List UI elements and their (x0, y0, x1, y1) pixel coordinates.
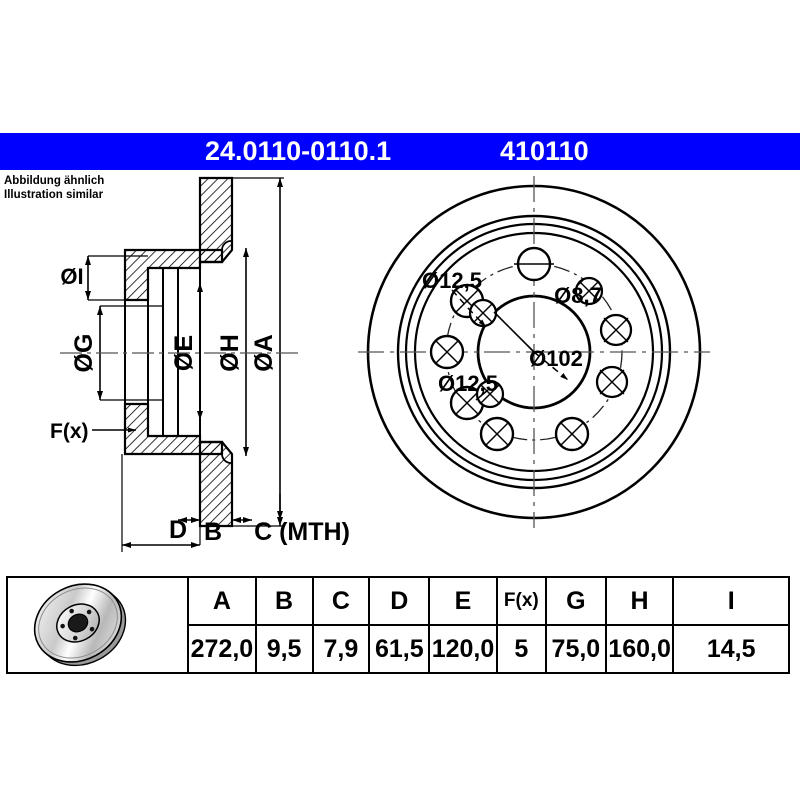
table-row-headers: A B C D E F(x) G H I (8, 578, 788, 672)
small-hole (574, 276, 604, 306)
dimension-label-c: C (MTH) (254, 518, 350, 546)
face-view: Ø12,5 Ø8,7 Ø12,5 Ø102 (358, 176, 710, 528)
table-row-values: 272,0 9,5 7,9 61,5 120,0 5 75,0 160,0 14… (8, 624, 788, 672)
bolt-hole-large (479, 416, 515, 452)
dimension-b: B (178, 517, 222, 546)
table-value-c: 7,9 (311, 624, 371, 672)
hub-section-lower (123, 402, 224, 456)
dimension-label-d: D (169, 516, 187, 544)
dimension-dia-e: ØE (170, 283, 203, 420)
spec-table: A B C D E F(x) G H I 272,0 9,5 7,9 61,5 … (6, 576, 790, 674)
title-bar: 24.0110-0110.1 410110 (0, 133, 800, 170)
table-header-h: H (604, 578, 675, 626)
thumbnail-cell (8, 578, 190, 672)
dimension-c: C (MTH) (232, 494, 350, 546)
table-value-b: 9,5 (254, 624, 314, 672)
callout-dia-102: Ø102 (493, 311, 583, 381)
part-number: 24.0110-0110.1 (205, 136, 392, 166)
callout-dia-12-5-bottom: Ø12,5 (438, 371, 498, 401)
callout-label-bolt-hole-bottom-left: Ø12,5 (438, 371, 498, 396)
table-value-a: 272,0 (187, 624, 257, 672)
small-hole (595, 365, 629, 399)
illustration-note: Abbildung ähnlich Illustration similar (4, 174, 104, 202)
table-header-c: C (311, 578, 371, 626)
dimension-label-fx: F(x) (50, 420, 89, 443)
small-hole (468, 298, 498, 328)
dimension-d: D (121, 454, 200, 552)
table-header-g: G (544, 578, 607, 626)
table-value-d: 61,5 (368, 624, 431, 672)
table-header-i: I (672, 578, 788, 626)
dimension-dia-a: ØA (232, 177, 284, 527)
callout-label-bolt-hole-top-left: Ø12,5 (422, 268, 482, 293)
reference-number: 410110 (500, 136, 589, 166)
brake-disc-icon (33, 583, 127, 667)
small-hole (475, 379, 505, 409)
table-value-g: 75,0 (544, 624, 607, 672)
table-value-i: 14,5 (672, 624, 788, 672)
bolt-hole-top (514, 246, 554, 282)
table-header-b: B (254, 578, 314, 626)
callout-label-center-bore: Ø102 (529, 346, 583, 371)
callout-dia-12-5-top: Ø12,5 (422, 268, 487, 328)
small-hole (599, 313, 633, 347)
hub-section-upper (123, 248, 224, 302)
bolt-hole-large (554, 416, 590, 452)
table-header-d: D (368, 578, 431, 626)
disc-ring-upper (198, 176, 234, 264)
bolt-hole-large (429, 334, 465, 370)
illustration-note-de: Abbildung ähnlich (4, 175, 105, 187)
table-header-e: E (428, 578, 498, 626)
dimension-dia-h: ØH (216, 248, 249, 456)
dimension-dia-i: ØI (60, 255, 148, 301)
dimension-fx: F(x) (50, 420, 136, 443)
callout-dia-8-7: Ø8,7 (554, 279, 602, 308)
bolt-hole-large (449, 385, 485, 421)
table-header-fx: F(x) (495, 578, 547, 626)
dimension-label-dia-i: ØI (60, 264, 83, 289)
section-detail-notches (221, 240, 232, 464)
illustration-note-en: Illustration similar (4, 189, 104, 201)
table-value-fx: 5 (495, 624, 547, 672)
table-header-a: A (187, 578, 257, 626)
table-value-h: 160,0 (604, 624, 675, 672)
table-value-e: 120,0 (428, 624, 498, 672)
callout-label-small-hole: Ø8,7 (554, 283, 602, 308)
dimension-label-b: B (204, 518, 222, 546)
